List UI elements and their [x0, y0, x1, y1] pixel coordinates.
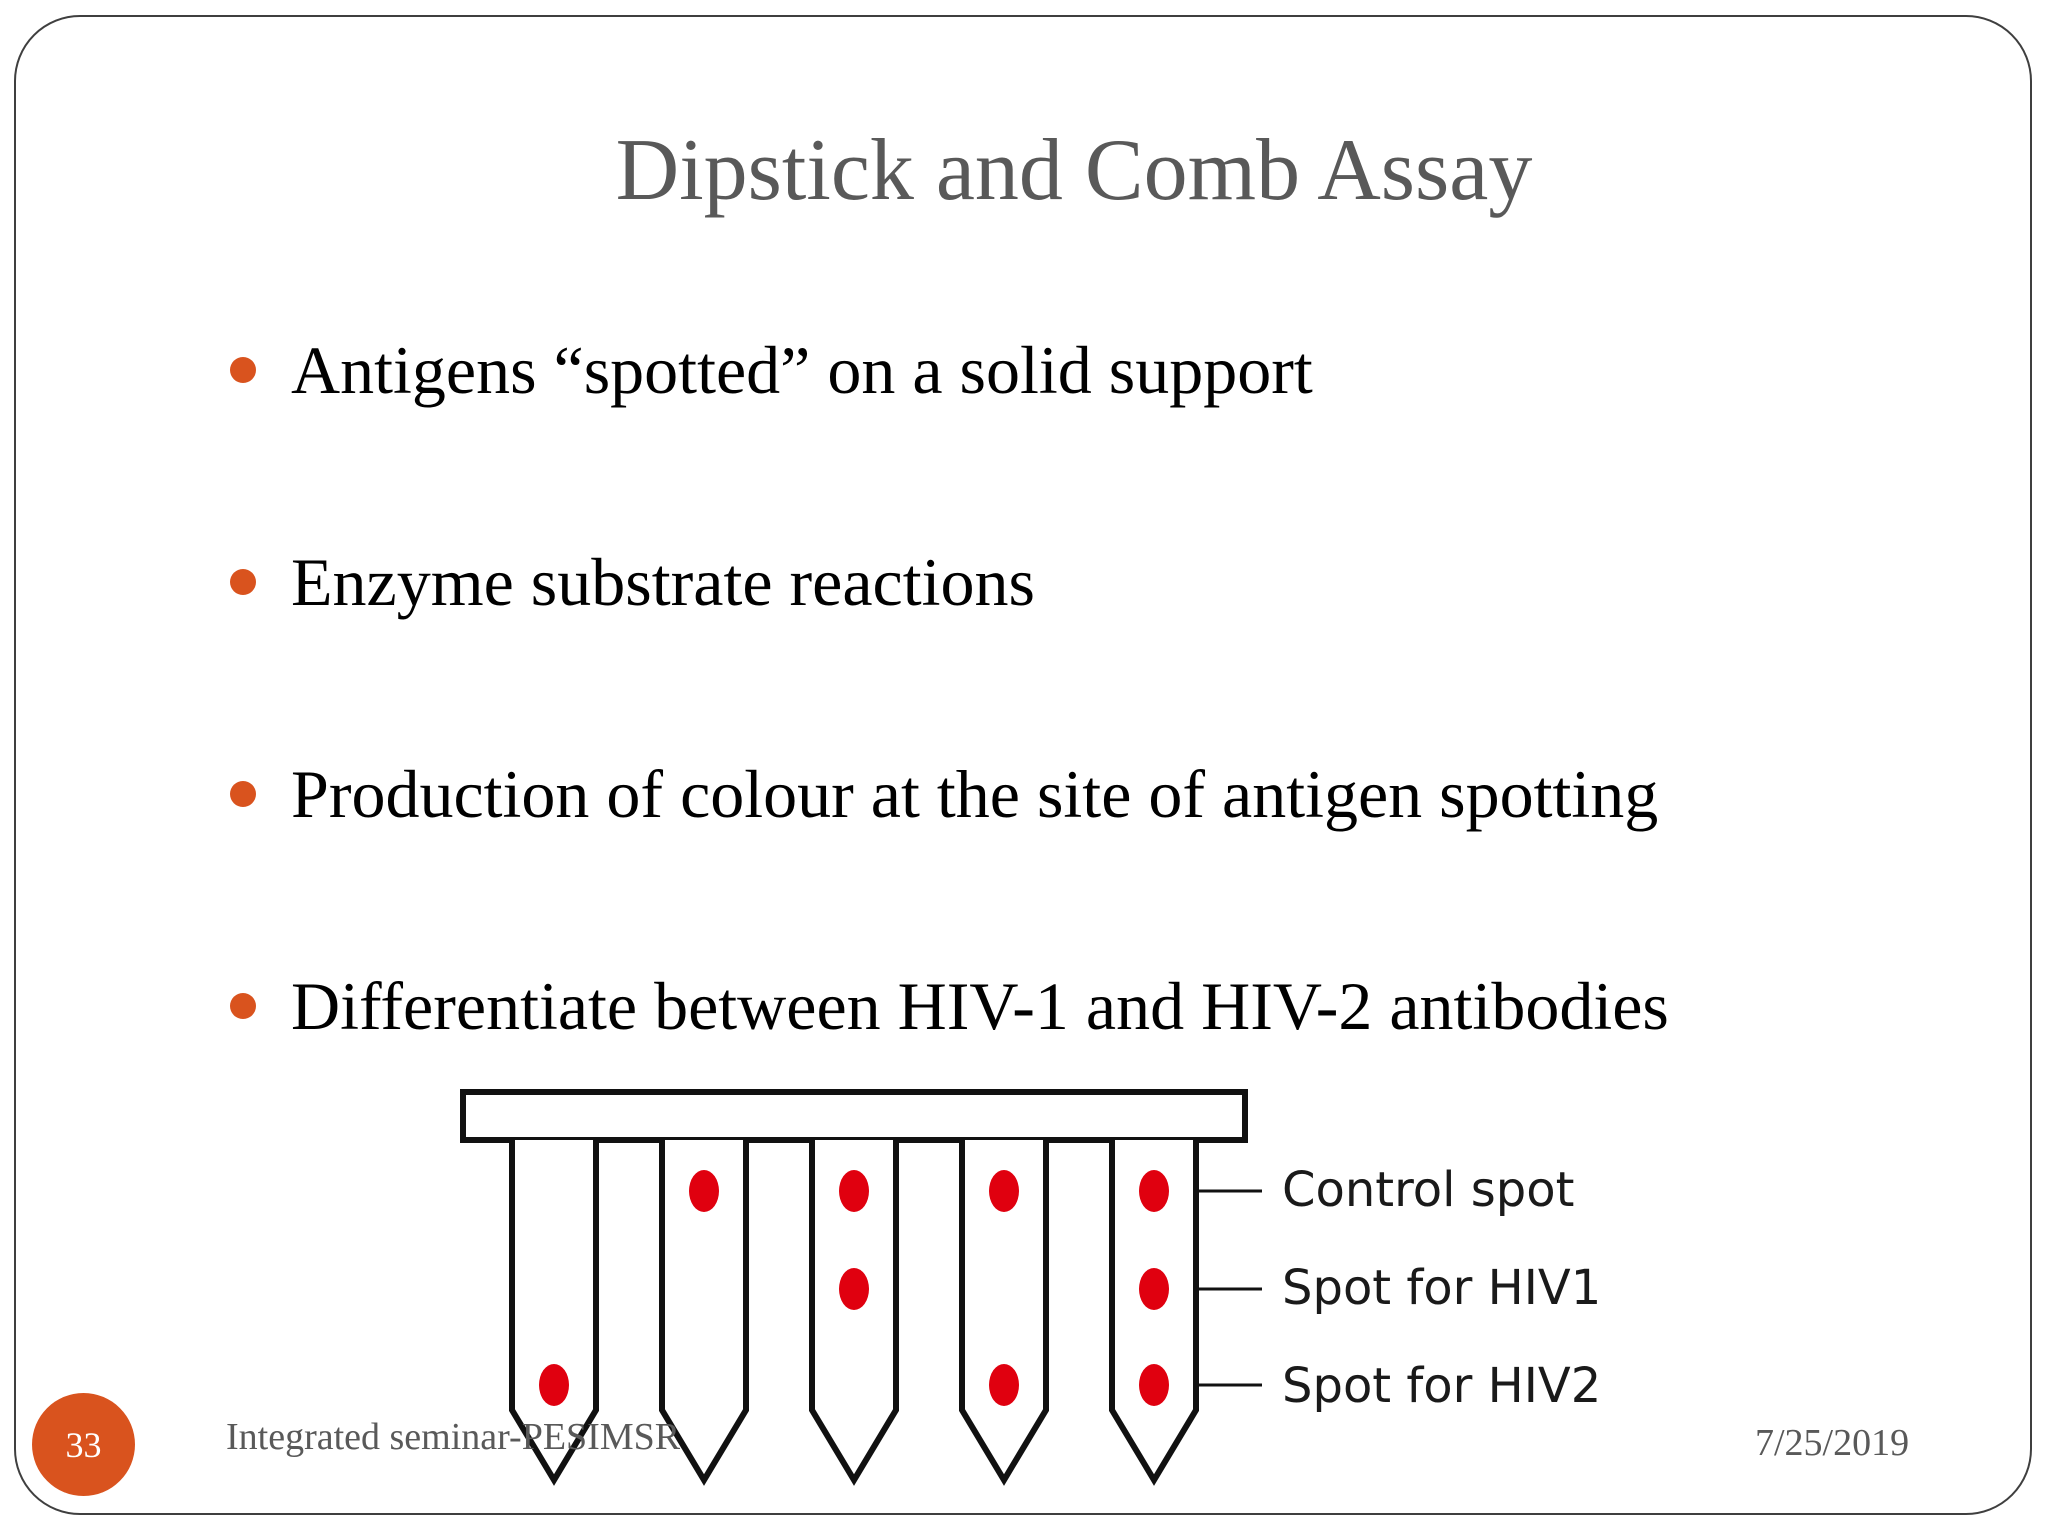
footer-seminar-text: Integrated seminar-PESIMSR — [226, 1416, 681, 1458]
bullet-dot-icon — [230, 569, 256, 595]
bullet-text: Antigens “spotted” on a solid support — [291, 332, 1313, 408]
bullet-dot-icon — [230, 993, 256, 1019]
bullet-item: Enzyme substrate reactions — [230, 542, 1035, 622]
bullet-text: Differentiate between HIV-1 and HIV-2 an… — [291, 968, 1669, 1044]
bullet-text: Enzyme substrate reactions — [291, 544, 1035, 620]
bullet-item: Antigens “spotted” on a solid support — [230, 330, 1313, 410]
bullet-item: Differentiate between HIV-1 and HIV-2 an… — [230, 966, 1669, 1046]
bullet-item: Production of colour at the site of anti… — [230, 754, 1658, 834]
bullet-dot-icon — [230, 781, 256, 807]
bullet-text: Production of colour at the site of anti… — [291, 756, 1659, 832]
slide-title: Dipstick and Comb Assay — [615, 122, 1533, 219]
slide-number-badge: 33 — [32, 1393, 135, 1496]
footer-date: 7/25/2019 — [1755, 1422, 1910, 1464]
bullet-dot-icon — [230, 357, 256, 383]
